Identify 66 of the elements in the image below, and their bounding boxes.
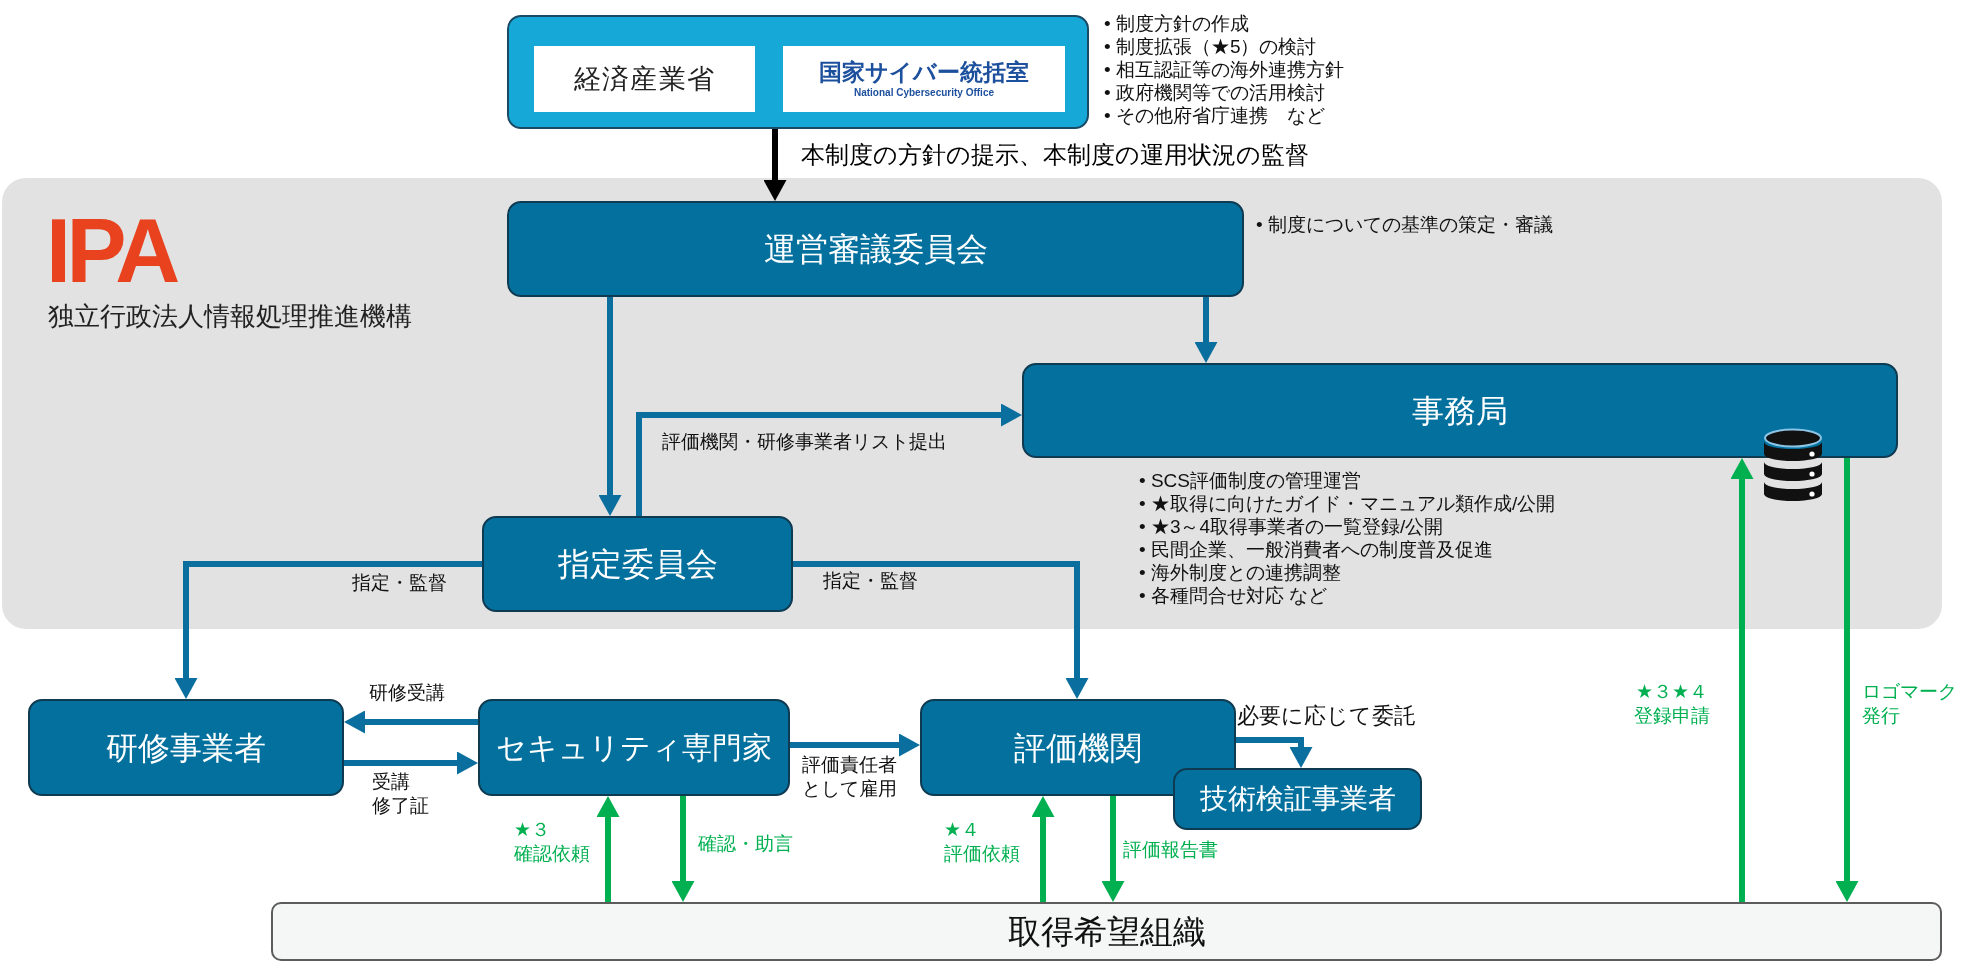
agency-english-name: National Cybersecurity Office xyxy=(853,87,994,98)
edge-label: ★４評価依頼 xyxy=(944,818,1020,866)
bullet-text: • ★3～4取得事業者の一覧登録/公開 xyxy=(1139,515,1445,538)
edge-label: 本制度の方針の提示、本制度の運用状況の監督 xyxy=(801,140,1309,170)
bullet-text: • 民間企業、一般消費者への制度普及促進 xyxy=(1139,538,1494,561)
box-label: 事務局 xyxy=(1412,394,1508,427)
connector-arrow xyxy=(1194,297,1218,363)
agency-name: 国家サイバー統括室 xyxy=(819,60,1029,84)
edge-label: 確認・助言 xyxy=(698,832,793,856)
connector-arrow xyxy=(793,561,1089,699)
connector-arrow xyxy=(174,561,482,699)
bullet-text: • 海外制度との連携調整 xyxy=(1139,561,1342,584)
box-label: 研修事業者 xyxy=(106,731,266,764)
process-box xyxy=(1173,768,1422,830)
connector-arrow xyxy=(1730,458,1754,902)
process-box xyxy=(478,699,790,796)
box-label: 技術検証事業者 xyxy=(1199,785,1396,813)
box-label: 取得希望組織 xyxy=(1007,915,1206,948)
box-label: 指定委員会 xyxy=(557,548,718,580)
connector-arrow xyxy=(596,796,620,902)
box-label: セキュリティ専門家 xyxy=(496,732,772,763)
bullet-text: • 制度拡張（★5）の検討 xyxy=(1104,35,1318,58)
box-label: 運営審議委員会 xyxy=(763,233,988,265)
bullet-text: • その他府省庁連携 など xyxy=(1104,104,1326,127)
box-label: 評価機関 xyxy=(1014,731,1142,764)
bullet-text: • 各種問合せ対応 など xyxy=(1139,584,1329,607)
connector-arrow xyxy=(344,710,478,734)
connector-arrow xyxy=(790,733,920,757)
edge-label: ロゴマーク発行 xyxy=(1862,680,1958,728)
edge-label: 指定・監督 xyxy=(823,569,918,593)
edge-label: 評価責任者として雇用 xyxy=(802,753,898,801)
connector-arrow xyxy=(1835,458,1859,902)
bullet-text: • 制度方針の作成 xyxy=(1104,12,1250,35)
edge-label: ★３★４登録申請 xyxy=(1634,680,1710,728)
connector-arrow xyxy=(1101,796,1125,902)
connector-arrow xyxy=(344,751,478,775)
connector-arrow xyxy=(1031,796,1055,902)
organization-box xyxy=(271,902,1942,961)
connector-arrow xyxy=(636,403,1022,516)
bullet-text: • 相互認証等の海外連携方針 xyxy=(1104,58,1344,81)
process-box xyxy=(482,516,793,612)
process-box xyxy=(1022,363,1898,458)
name-tile xyxy=(534,46,755,112)
edge-label: 研修受講 xyxy=(369,681,445,705)
bullet-text: • 政府機関等での活用検討 xyxy=(1104,81,1326,104)
connector-arrow xyxy=(1236,737,1313,768)
agency-name: 経済産業省 xyxy=(574,65,715,93)
bullet-text: • ★取得に向けたガイド・マニュアル類作成/公開 xyxy=(1139,492,1556,515)
process-box xyxy=(28,699,344,796)
process-box xyxy=(507,201,1244,297)
edge-label: 必要に応じて委託 xyxy=(1237,703,1416,729)
bullet-text: • 制度についての基準の策定・審議 xyxy=(1256,213,1553,236)
edge-label: 指定・監督 xyxy=(352,571,447,595)
connector-arrow xyxy=(763,129,787,201)
edge-label: 評価機関・研修事業者リスト提出 xyxy=(662,430,947,454)
agency-box xyxy=(507,15,1089,129)
organization-acronym: IPA xyxy=(46,206,176,296)
connector-arrow xyxy=(671,796,695,902)
organization-name: 独立行政法人情報処理推進機構 xyxy=(48,303,412,329)
connector-arrow xyxy=(598,297,622,516)
name-tile xyxy=(783,46,1065,112)
organization-panel xyxy=(2,178,1942,629)
edge-label: 受講修了証 xyxy=(372,770,429,818)
edge-label: ★３確認依頼 xyxy=(514,818,590,866)
edge-label: 評価報告書 xyxy=(1123,838,1218,862)
bullet-text: • SCS評価制度の管理運営 xyxy=(1139,469,1362,492)
